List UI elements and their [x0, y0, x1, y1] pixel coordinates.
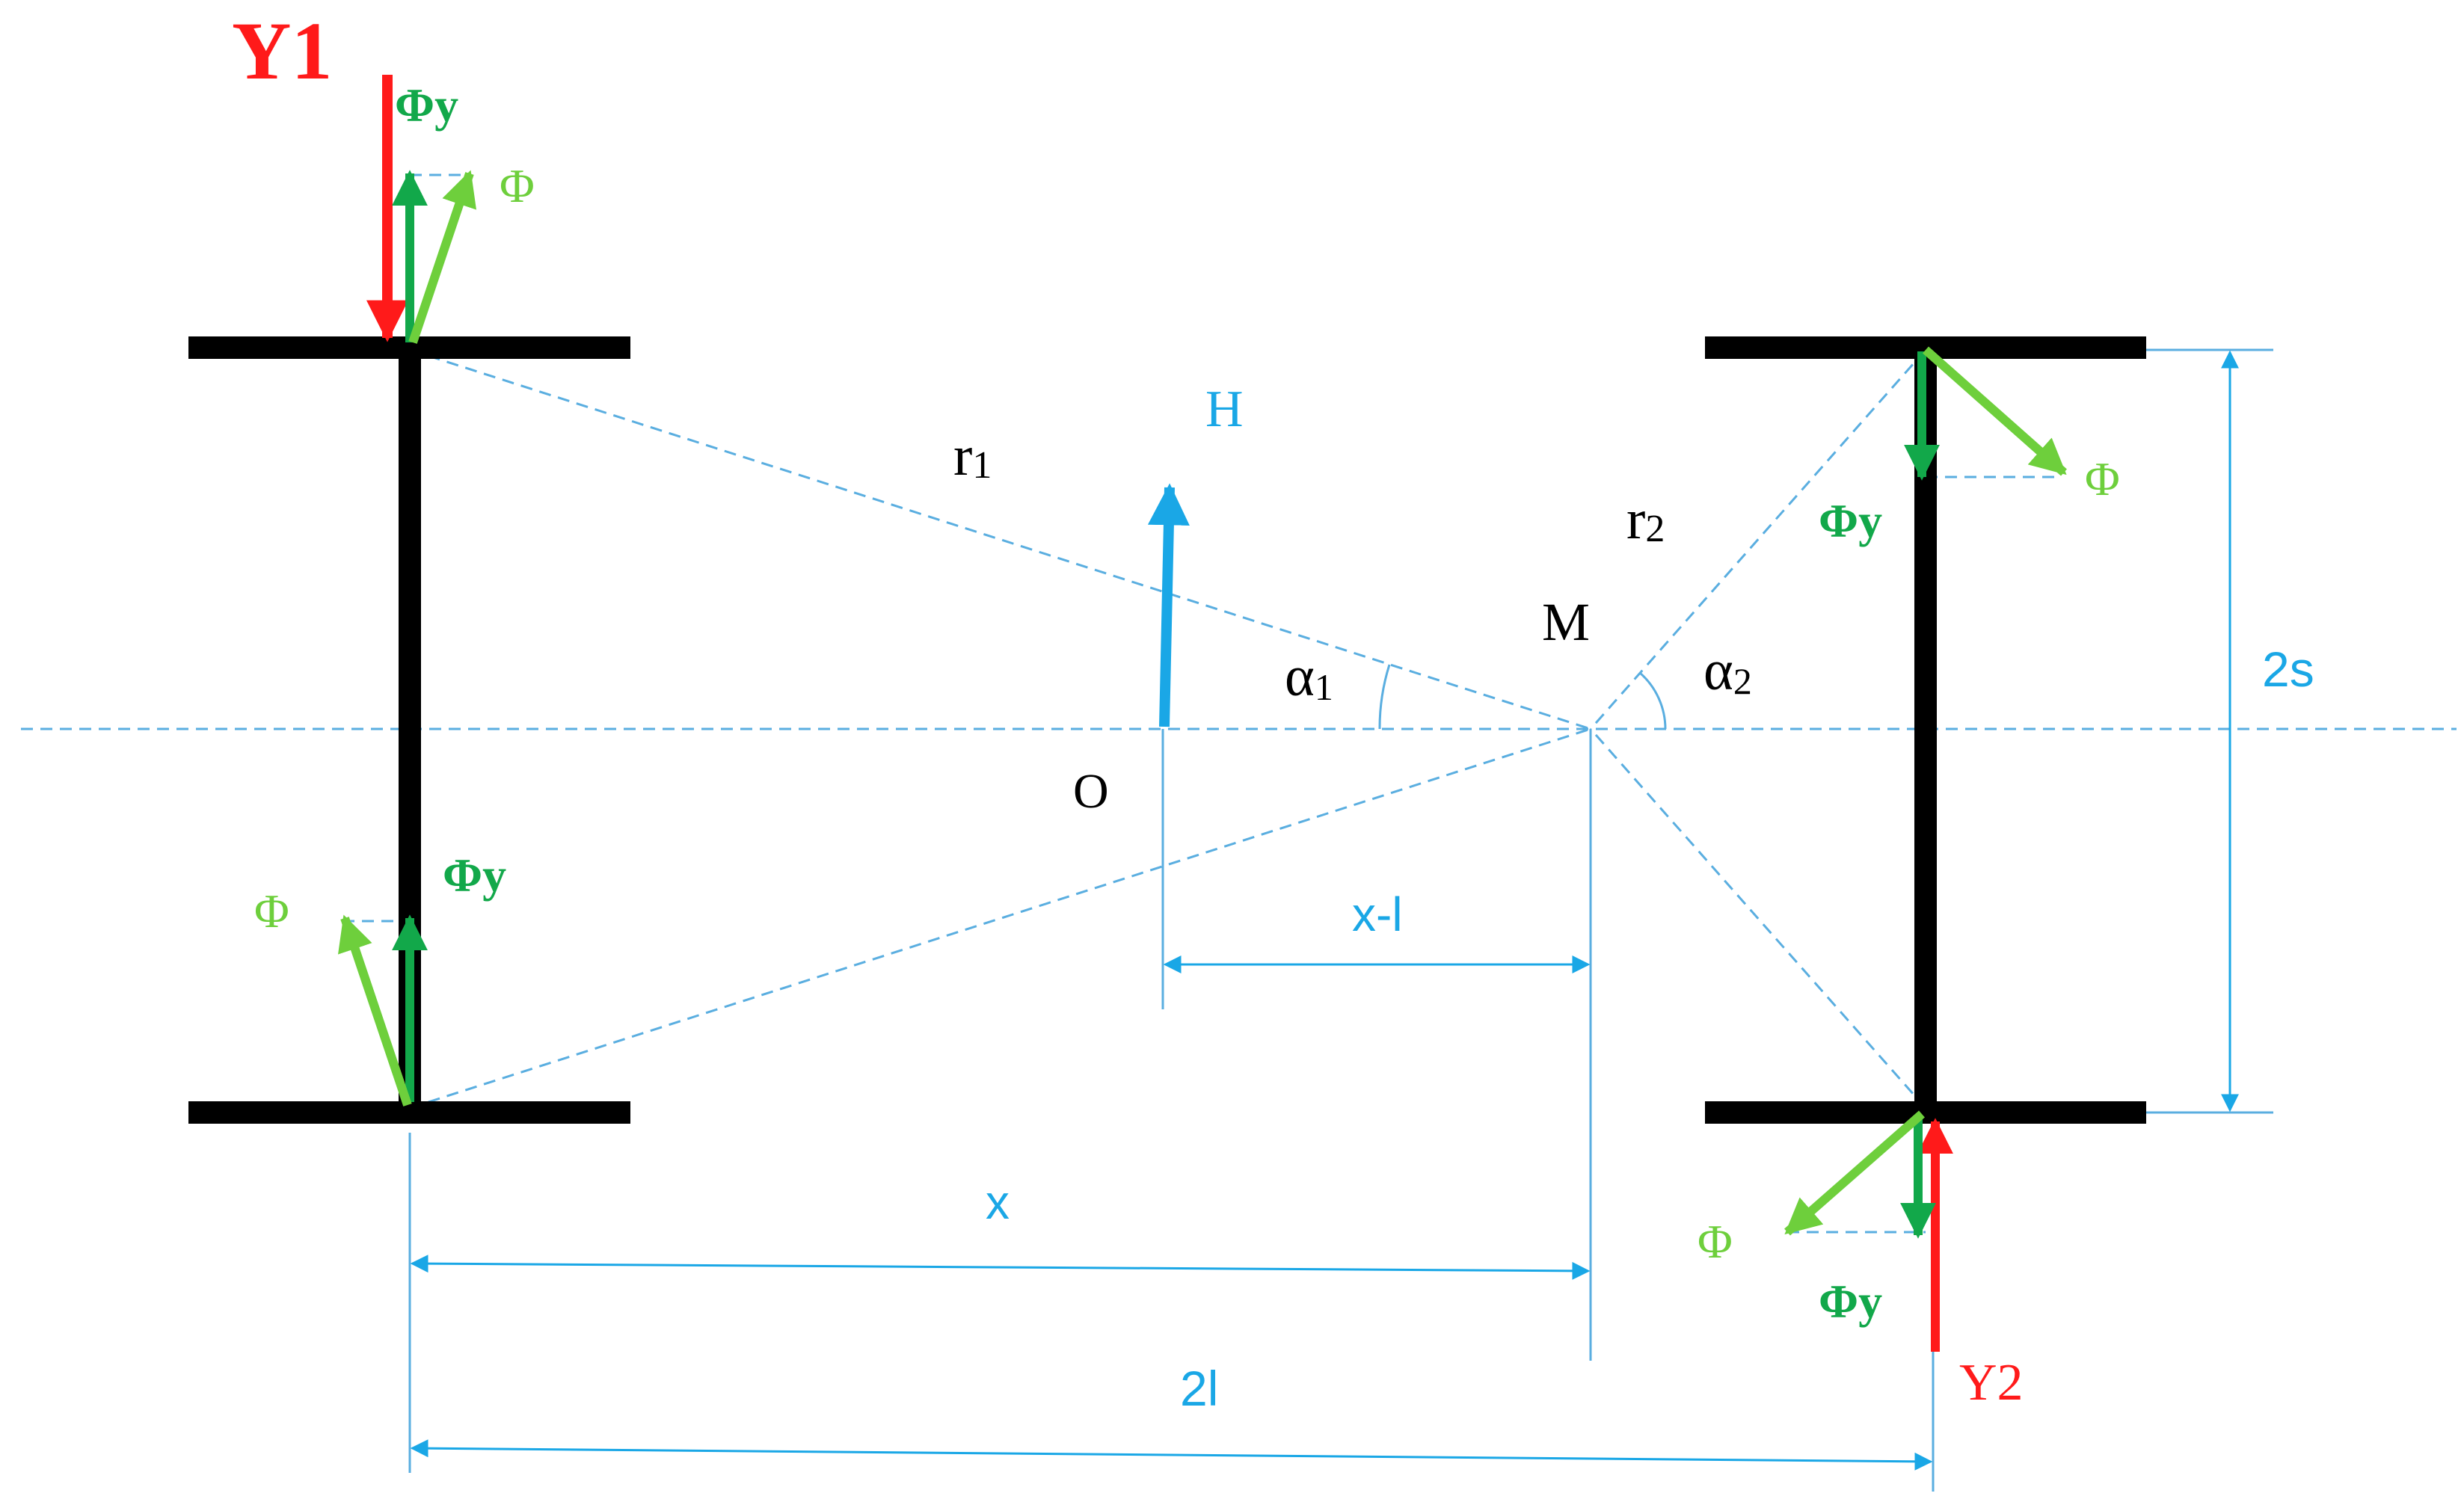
phi-label-top-right: Φ — [2085, 452, 2120, 505]
phi-y-label-bottom-right: Φy — [1819, 1275, 1882, 1328]
m-label: M — [1542, 592, 1590, 652]
dim-2s-label: 2s — [2262, 641, 2314, 697]
phi-arrow-top-right — [1923, 346, 2067, 476]
alpha1-label: α1 — [1285, 645, 1333, 708]
h-label: H — [1205, 381, 1244, 438]
labels: Y1 Φy Φ Φy Φ Φ Φy Φ Φy Y2 H r1 r2 M O α1… — [232, 5, 2314, 1416]
dimension-arrows — [410, 350, 2239, 1471]
dim-x-arrow — [410, 1255, 1591, 1280]
r1-line-top-left — [409, 348, 1591, 730]
phi-arrow-bottom-right — [1784, 1110, 1925, 1236]
phi-label-top-left: Φ — [500, 159, 535, 212]
h-force-arrow — [1147, 483, 1190, 727]
line-bottom-right-to-m — [1589, 728, 1927, 1109]
force-arrows — [338, 75, 2067, 1352]
phi-y-label-top-left: Φy — [395, 79, 458, 132]
r2-label: r2 — [1626, 488, 1665, 551]
r1-label: r1 — [953, 425, 992, 487]
line-bottom-left-to-m — [409, 727, 1591, 1110]
dim-x-label: x — [986, 1175, 1010, 1229]
dim-2l-label: 2l — [1180, 1361, 1218, 1416]
phi-label-bottom-left: Φ — [254, 884, 289, 938]
o-label: O — [1073, 764, 1109, 819]
dim-2l-arrow — [410, 1439, 1933, 1471]
phi-y-label-bottom-left: Φy — [443, 849, 506, 902]
alpha1-arc — [1378, 664, 1391, 730]
alpha2-label: α2 — [1703, 639, 1752, 702]
phi-arrow-top-left — [408, 170, 476, 344]
phi-label-bottom-right: Φ — [1698, 1215, 1733, 1268]
dim-x-minus-l-label: x-l — [1352, 887, 1403, 941]
angle-arcs — [1378, 664, 1667, 730]
r2-line-top-right — [1589, 349, 1927, 730]
phi-arrow-bottom-left — [338, 914, 412, 1107]
phi-y-label-top-right: Φy — [1819, 494, 1882, 547]
y1-label: Y1 — [232, 5, 332, 96]
y2-label: Y2 — [1959, 1354, 2024, 1412]
dimension-extension-lines — [408, 348, 2273, 1492]
alpha2-arc — [1639, 671, 1667, 730]
